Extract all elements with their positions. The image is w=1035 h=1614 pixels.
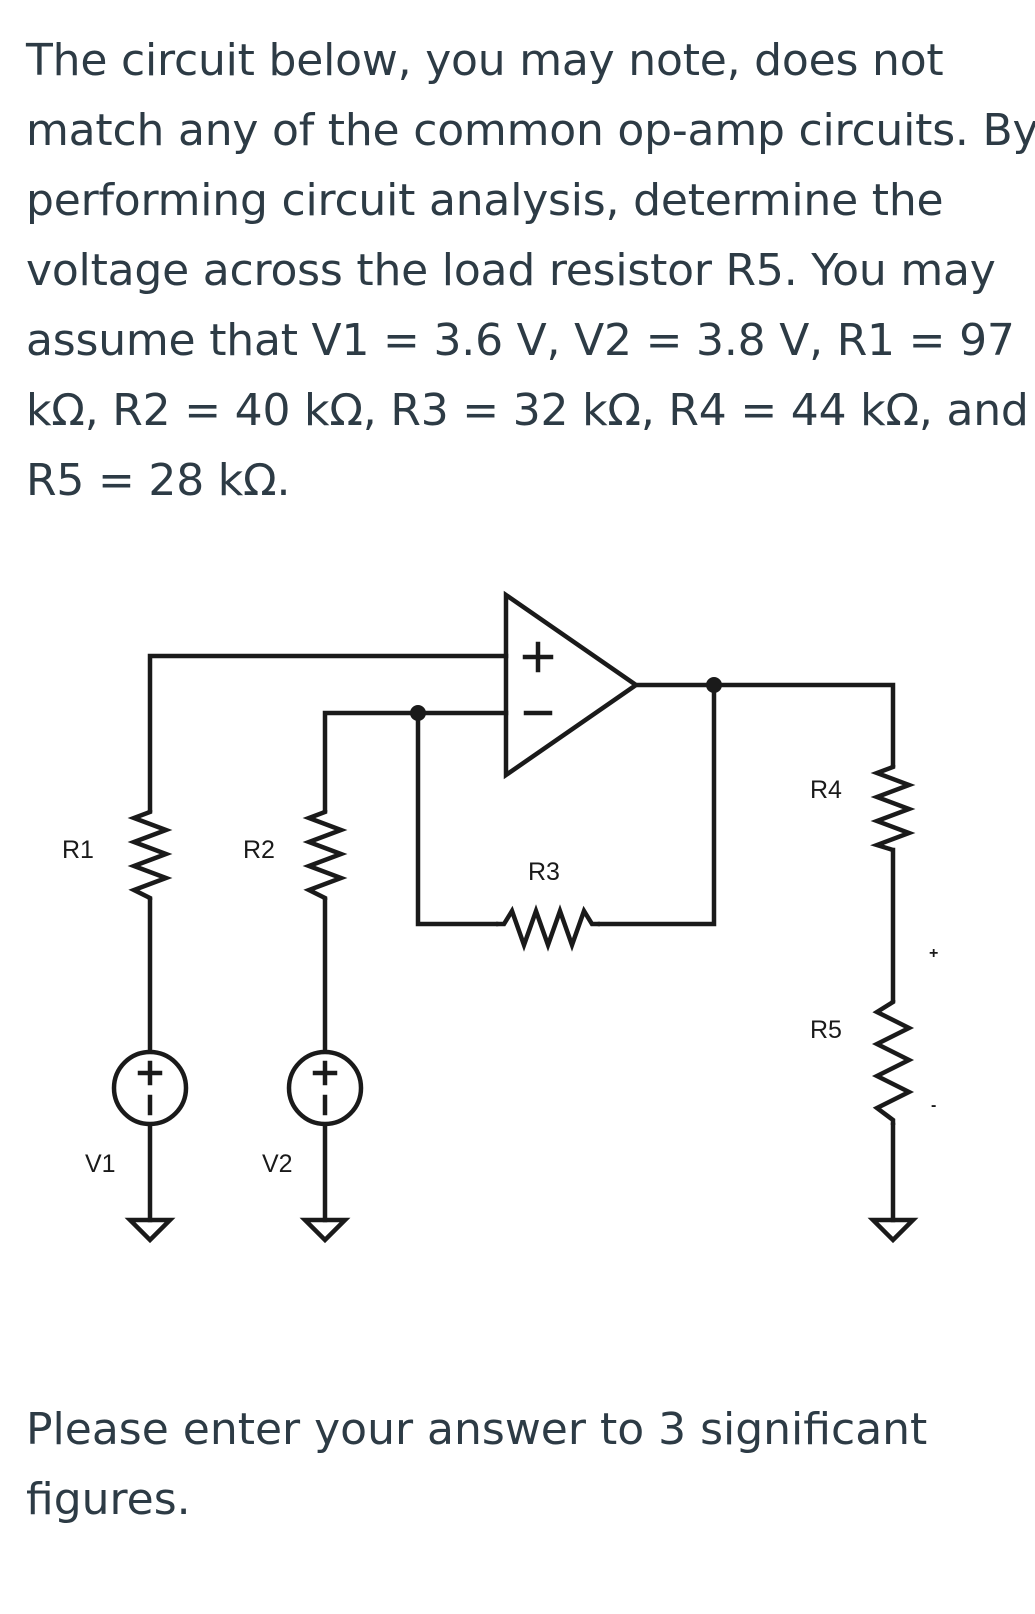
wire-noninverting-input [147, 653, 509, 813]
wire-feedback-left [415, 710, 499, 927]
prompt-line: Please enter your answer to 3 significan… [26, 1404, 928, 1455]
prompt-line: figures. [26, 1474, 191, 1525]
resistor-r3 [496, 904, 600, 952]
label-r3: R3 [528, 858, 560, 886]
question-text: The circuit below, you may note, does no… [26, 26, 1035, 516]
ground-icon [299, 1217, 351, 1244]
junction-inverting-node [410, 705, 426, 721]
wire-inverting-input [322, 710, 509, 813]
label-r1: R1 [62, 836, 94, 864]
voltage-source-v2 [286, 1049, 364, 1127]
label-r2: R2 [243, 836, 275, 864]
r5-minus-mark: - [931, 1097, 936, 1114]
question-line: voltage across the load resistor R5. You… [26, 245, 996, 296]
question-line: kΩ, R2 = 40 kΩ, R3 = 32 kΩ, R4 = 44 kΩ, … [26, 385, 1029, 436]
r5-plus-mark: + [929, 945, 938, 962]
op-amp [503, 590, 640, 780]
resistor-r2 [302, 809, 348, 901]
question-line: match any of the common op-amp circuits.… [26, 105, 1035, 156]
question-line: R5 = 28 kΩ. [26, 455, 291, 506]
resistor-r5 [871, 1000, 915, 1125]
junction-output-node [706, 677, 722, 693]
ground-icon [867, 1217, 919, 1244]
answer-instructions: Please enter your answer to 3 significan… [26, 1395, 1016, 1535]
question-line: performing circuit analysis, determine t… [26, 175, 944, 226]
voltage-source-v1 [111, 1049, 189, 1127]
question-line: The circuit below, you may note, does no… [26, 35, 944, 86]
wires [147, 653, 896, 1223]
circuit-diagram: R1 R2 R3 R4 R5 V1 V2 + - [62, 590, 938, 1244]
label-r5: R5 [810, 1016, 842, 1044]
label-v1: V1 [85, 1150, 116, 1178]
wire-output [633, 682, 896, 768]
label-r4: R4 [810, 776, 842, 804]
question-line: assume that V1 = 3.6 V, V2 = 3.8 V, R1 =… [26, 315, 1015, 366]
resistor-r1 [127, 809, 173, 901]
label-v2: V2 [262, 1150, 293, 1178]
wire-feedback-right [597, 682, 717, 927]
resistor-r4 [870, 764, 916, 853]
ground-icon [124, 1217, 176, 1244]
